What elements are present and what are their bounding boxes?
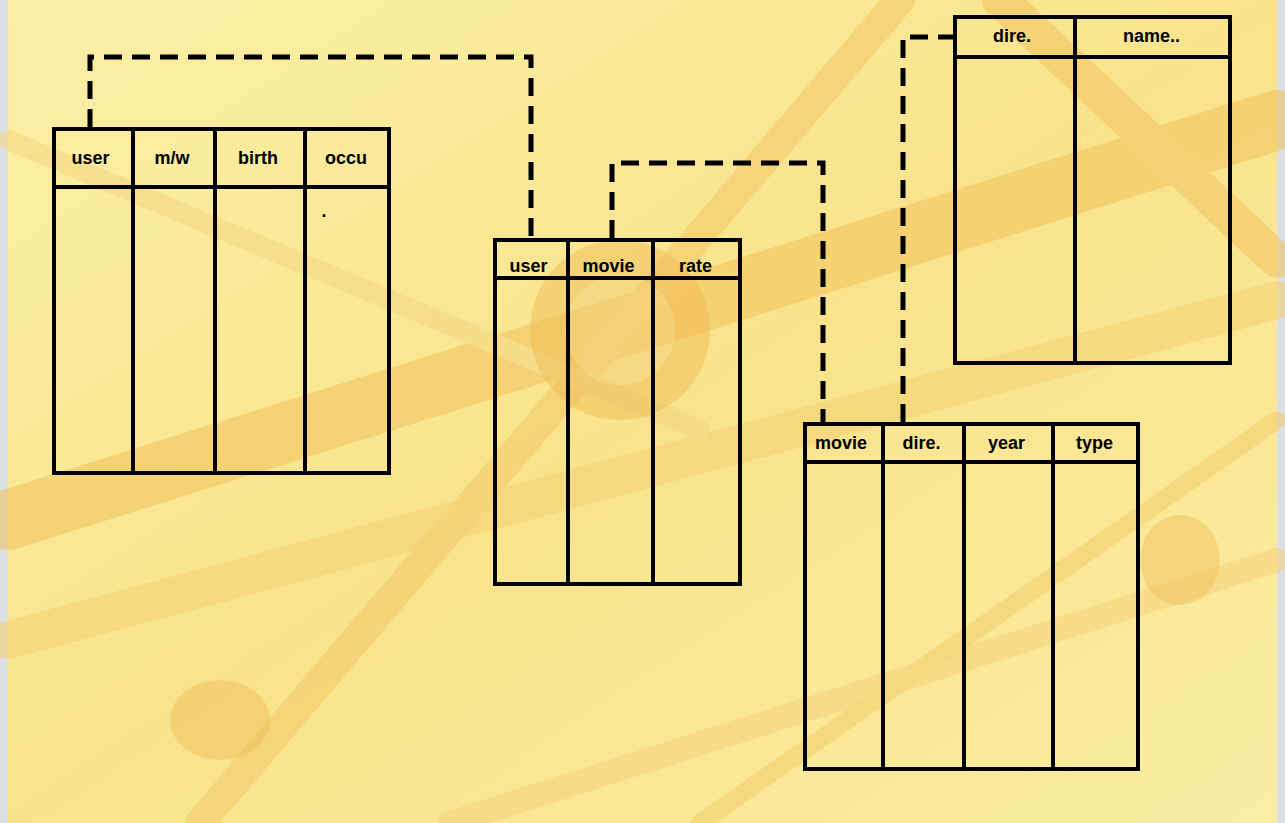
column-header: rate: [653, 255, 738, 277]
column-header: m/w: [133, 147, 211, 169]
column-header: dire.: [953, 25, 1071, 47]
column-rule: [881, 426, 885, 767]
dashed-link: [612, 163, 823, 422]
column-header: user: [493, 255, 564, 277]
column-header: user: [52, 147, 129, 169]
column-header: birth: [215, 147, 301, 169]
table-box: dire.name..: [953, 15, 1232, 365]
column-rule: [1073, 19, 1077, 361]
column-rule: [1051, 426, 1055, 767]
column-header: movie: [803, 432, 879, 454]
header-rule: [807, 460, 1136, 464]
column-rule: [131, 131, 135, 471]
column-header: .: [314, 200, 334, 222]
column-header: dire.: [883, 432, 960, 454]
column-header: occu: [305, 147, 387, 169]
header-rule: [497, 276, 738, 280]
column-header: type: [1053, 432, 1136, 454]
column-header: year: [964, 432, 1049, 454]
table-box: moviedire.yeartype: [803, 422, 1140, 771]
column-rule: [303, 131, 307, 471]
table-box: usermovierate: [493, 238, 742, 586]
column-rule: [962, 426, 966, 767]
column-header: movie: [568, 255, 649, 277]
column-header: name..: [1075, 25, 1228, 47]
header-rule: [56, 185, 387, 189]
column-rule: [566, 242, 570, 582]
column-rule: [213, 131, 217, 471]
table-box: userm/wbirthoccu.: [52, 127, 391, 475]
header-rule: [957, 55, 1228, 59]
dashed-link: [903, 37, 953, 422]
dashed-link: [90, 57, 531, 238]
column-rule: [651, 242, 655, 582]
